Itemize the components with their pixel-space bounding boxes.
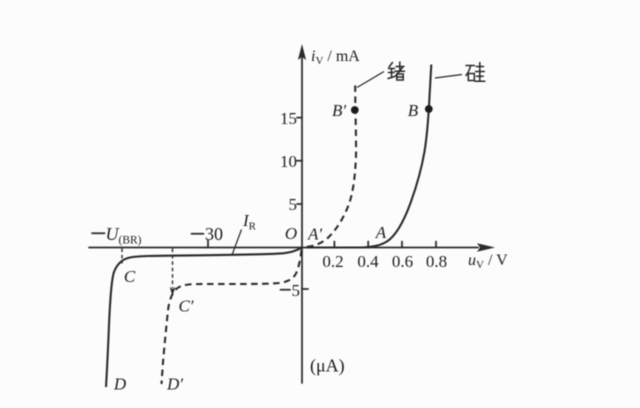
svg-text:0.6: 0.6	[392, 252, 413, 271]
svg-text:0.8: 0.8	[426, 252, 447, 271]
svg-text:5: 5	[292, 281, 301, 300]
svg-text:30: 30	[205, 224, 223, 244]
svg-text:uV / V: uV / V	[468, 252, 508, 271]
svg-text:D: D	[113, 375, 127, 394]
svg-text:15: 15	[280, 109, 297, 128]
svg-text:D′: D′	[166, 375, 183, 394]
svg-text:A′: A′	[307, 225, 322, 244]
svg-text:B: B	[408, 101, 419, 120]
svg-text:10: 10	[280, 152, 297, 171]
svg-text:C′: C′	[178, 297, 193, 316]
svg-text:(μA): (μA)	[310, 356, 345, 377]
svg-text:B′: B′	[332, 101, 346, 120]
svg-text:IR: IR	[242, 211, 257, 233]
svg-text:iV / mA: iV / mA	[311, 48, 360, 67]
svg-text:A: A	[375, 223, 387, 242]
svg-text:0.2: 0.2	[322, 252, 343, 271]
svg-text:O: O	[285, 224, 297, 243]
svg-text:0.4: 0.4	[357, 252, 379, 271]
svg-text:C: C	[124, 267, 136, 286]
svg-text:U(BR): U(BR)	[106, 224, 142, 247]
svg-text:5: 5	[289, 195, 298, 214]
